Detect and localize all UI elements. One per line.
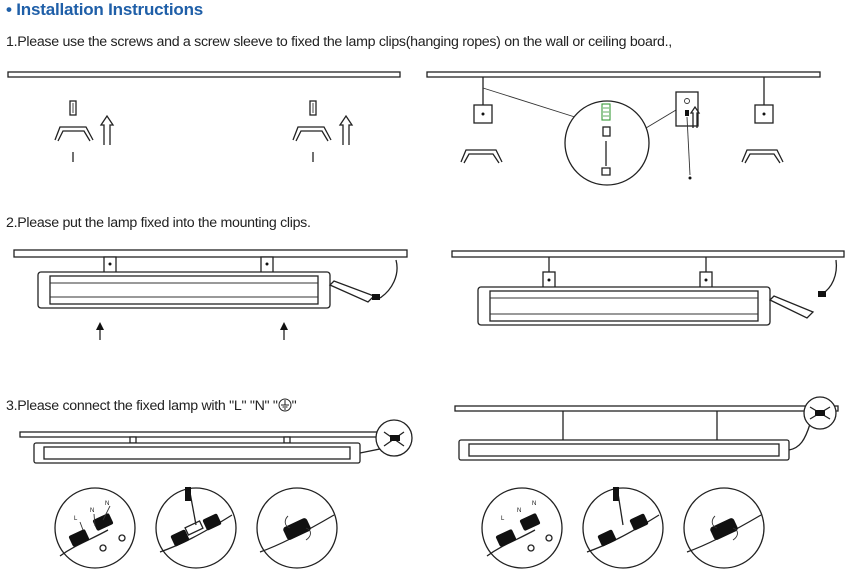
connector-detail-circle-4 <box>481 487 563 569</box>
wire-label-n3: N <box>532 501 536 507</box>
mounting-clip-icon <box>292 126 332 142</box>
wire-label-l: L <box>74 516 78 522</box>
screw-sleeve-icon <box>69 100 77 116</box>
connector-detail-circle-5 <box>582 487 664 569</box>
connector-detail-circle-1 <box>54 487 136 569</box>
step1-clip-diagram-left <box>7 71 401 162</box>
step-2-text: 2.Please put the lamp fixed into the mou… <box>6 215 311 231</box>
power-cable <box>328 280 376 303</box>
step-3-label: 3.Please connect the fixed lamp with "L"… <box>6 398 278 414</box>
led-lamp-tube <box>458 439 790 461</box>
page-title: • Installation Instructions <box>6 0 204 19</box>
detail-magnifier-circle <box>564 100 650 186</box>
ground-symbol-icon <box>278 398 292 412</box>
mounting-clip-icon <box>54 126 94 142</box>
step1-rope-diagram-right <box>426 71 821 186</box>
arrow-up-icon <box>338 114 354 145</box>
arrow-up-icon <box>280 322 288 340</box>
power-cable <box>768 295 815 319</box>
step2-lamp-diagram-left <box>13 249 408 340</box>
step3-wiring-diagram-left <box>19 419 413 464</box>
connector-detail-r-group: N N L <box>481 486 765 569</box>
step3-wiring-diagram-right <box>454 396 839 461</box>
arrow-up-icon <box>96 322 104 340</box>
wire-label-n2: N <box>90 508 94 514</box>
led-lamp-tube <box>33 442 361 464</box>
step2-lamp-diagram-right <box>451 250 845 326</box>
screw-sleeve-icon <box>309 100 317 116</box>
led-lamp-tube <box>477 286 771 326</box>
arrow-up-icon <box>99 114 115 145</box>
wire-label-l2: L <box>501 516 505 522</box>
led-lamp-tube <box>37 271 331 309</box>
step-3-suffix: " <box>291 398 297 414</box>
step-1-text: 1.Please use the screws and a screw slee… <box>6 34 672 50</box>
step-3-text: 3.Please connect the fixed lamp with "L"… <box>6 398 297 414</box>
connector-detail-l-group: N N L <box>54 486 338 569</box>
wire-label-n: N <box>105 501 109 507</box>
wire-label-n4: N <box>517 508 521 514</box>
